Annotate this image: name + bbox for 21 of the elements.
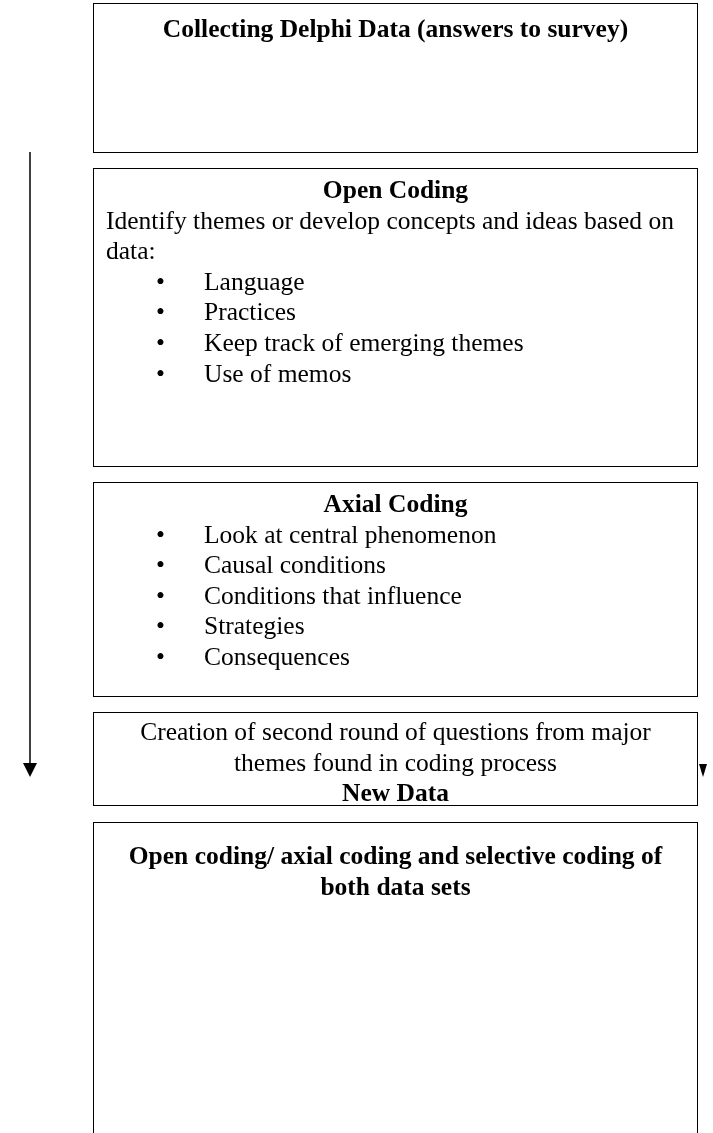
process-box [93,822,698,1133]
bullet-item: • Use of memos [156,358,353,390]
box-text: Identify themes or develop concepts and ideas based on data: [106,205,675,267]
box-text: Creation of second round of questions from major themes found in coding process [139,717,652,779]
process-box [93,482,698,697]
bullet-item: • Keep track of emerging themes [156,327,525,359]
bullet-item: • Practices [156,297,298,328]
process-box [93,712,698,806]
process-box [93,168,698,467]
process-box [93,3,698,153]
bullet-item: • Language [156,266,306,298]
box-heading: Axial Coding [322,489,469,520]
bullet-item: • Consequences [156,641,351,673]
box-heading: Open Coding [321,175,470,206]
bullet-item: • Causal conditions [156,550,388,581]
box-heading: Open coding/ axial coding and selective coding of both data sets [127,841,664,903]
bullet-item: • Conditions that influence [156,580,463,612]
bullet-item: • Look at central phenomenon [156,519,498,551]
bullet-item: • Strategies [156,611,306,642]
box-text: New Data [341,778,450,809]
box-heading: Collecting Delphi Data (answers to survey) [161,14,630,45]
